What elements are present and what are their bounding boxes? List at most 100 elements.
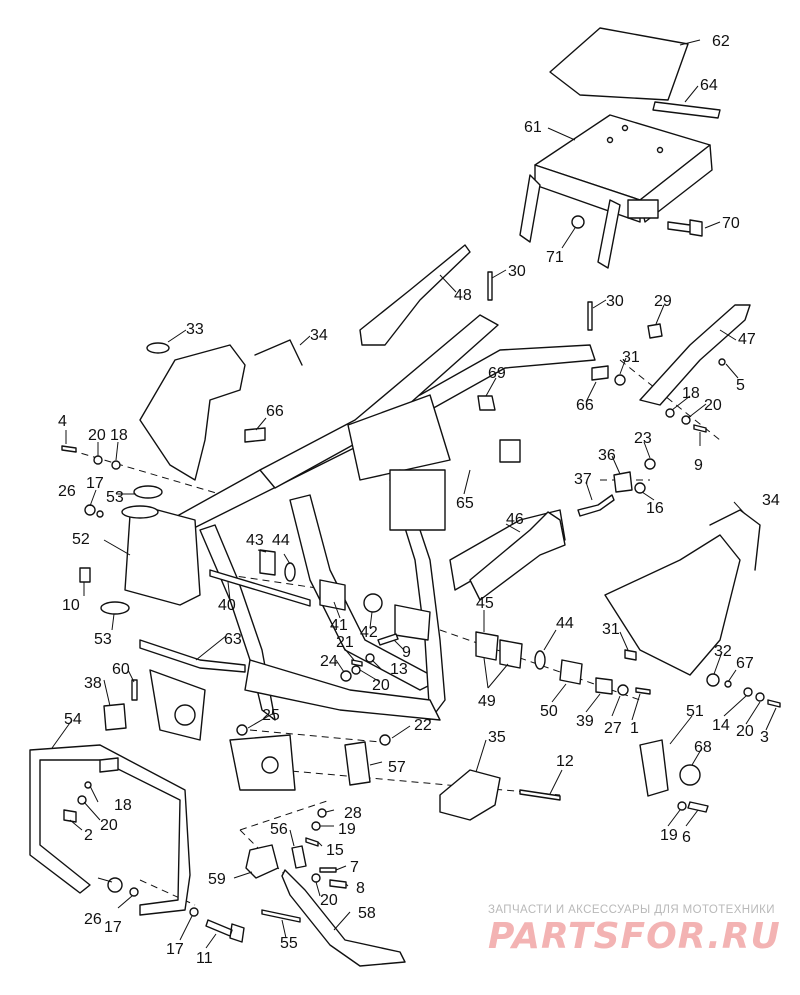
part-16-washer <box>634 482 646 494</box>
part-58-lever <box>281 869 406 967</box>
callout-44-left: 44 <box>272 532 290 549</box>
part-26-nut-g <box>107 877 123 893</box>
callout-22: 22 <box>414 717 432 734</box>
part-20-washer-lever <box>311 873 321 883</box>
callout-30-right: 30 <box>606 293 624 310</box>
part-5-screw <box>718 358 726 366</box>
callout-59: 59 <box>208 871 226 888</box>
part-25-nut <box>236 724 248 736</box>
callout-2: 2 <box>84 827 93 844</box>
part-34-rod-right <box>709 509 761 571</box>
part-44-washer-left <box>284 562 296 582</box>
callout-7: 7 <box>350 859 359 876</box>
part-19-washer-c <box>311 821 321 831</box>
part-36-clamp <box>613 471 633 493</box>
callout-57: 57 <box>388 759 406 776</box>
part-69-clip <box>477 395 496 411</box>
part-14-washer <box>743 687 753 697</box>
part-15-screw <box>305 837 319 847</box>
callout-11: 11 <box>196 950 213 967</box>
callout-33: 33 <box>186 321 204 338</box>
callout-26-guard: 26 <box>84 911 102 928</box>
callout-17-bottom: 17 <box>166 941 184 958</box>
callout-63: 63 <box>224 631 242 648</box>
callout-56: 56 <box>270 821 288 838</box>
part-2-bolt <box>63 809 77 823</box>
part-3-screw <box>767 699 781 708</box>
part-32-grommet <box>706 673 720 687</box>
part-68-cap <box>679 764 701 786</box>
part-8-screw <box>329 879 347 889</box>
part-10-bolt <box>79 567 91 583</box>
part-67-washer <box>724 680 732 688</box>
part-17-washer-g2 <box>189 907 199 917</box>
callout-18-guard: 18 <box>114 797 132 814</box>
callout-43: 43 <box>246 532 264 549</box>
part-66-pad-a <box>244 427 266 443</box>
part-1-pin <box>635 687 651 695</box>
part-24-nut <box>340 670 352 682</box>
callout-47: 47 <box>738 331 756 348</box>
part-33-cover-left <box>139 344 246 481</box>
callout-20-lever: 20 <box>320 892 338 909</box>
callout-labels: 1 2 3 4 5 6 7 8 9 9 10 11 12 13 14 15 16… <box>58 33 780 967</box>
part-56-pin <box>291 845 307 869</box>
callout-58: 58 <box>358 905 376 922</box>
callout-40: 40 <box>218 597 236 614</box>
part-17-washer-l <box>96 510 104 518</box>
part-18-washer-g <box>84 781 92 789</box>
callout-51: 51 <box>686 703 704 720</box>
callout-55: 55 <box>280 935 298 952</box>
part-7-screw <box>319 867 337 873</box>
callout-62: 62 <box>712 33 730 50</box>
part-63-brace <box>139 639 246 673</box>
part-20-washer-rr <box>755 692 765 702</box>
part-26-nut-l <box>84 504 96 516</box>
part-34-rod-left <box>254 339 303 366</box>
part-30-fitting-a <box>487 271 493 301</box>
callout-27: 27 <box>604 720 622 737</box>
part-20-washer-c <box>351 665 361 675</box>
part-45-bushing <box>475 631 499 661</box>
part-18-washer-l <box>111 460 121 470</box>
part-53-bearing-bottom <box>100 601 130 615</box>
callout-38: 38 <box>84 675 102 692</box>
callout-12: 12 <box>556 753 574 770</box>
callout-15: 15 <box>326 842 344 859</box>
part-11-bolt <box>205 919 245 943</box>
callout-61: 61 <box>524 119 542 136</box>
callout-21: 21 <box>336 634 354 651</box>
callout-1: 1 <box>630 720 639 737</box>
callout-48: 48 <box>454 287 472 304</box>
callout-54: 54 <box>64 711 82 728</box>
part-64-strip <box>652 101 721 119</box>
callout-20-guard: 20 <box>100 817 118 834</box>
part-30-fitting-b <box>587 301 593 331</box>
callout-6: 6 <box>682 829 691 846</box>
part-54-guard <box>29 744 191 916</box>
part-9-screw-c <box>377 633 399 646</box>
callout-42: 42 <box>360 624 378 641</box>
part-71-nut <box>571 215 585 229</box>
part-65-bracket <box>499 439 521 463</box>
callout-44-right: 44 <box>556 615 574 632</box>
callout-17-guard: 17 <box>104 919 122 936</box>
part-39-sleeve <box>595 677 613 695</box>
part-33-grommet <box>146 342 170 354</box>
part-50-bushing <box>559 659 583 685</box>
callout-9-right: 9 <box>694 457 703 474</box>
callout-53-top: 53 <box>106 489 124 506</box>
callout-35: 35 <box>488 729 506 746</box>
part-18-washer-r <box>665 408 675 418</box>
part-53-bearing-top <box>133 485 163 499</box>
callout-16: 16 <box>646 500 664 517</box>
part-54-tab <box>99 757 119 773</box>
part-59-bracket <box>245 844 279 879</box>
part-52-steering-head <box>124 507 201 606</box>
callout-13: 13 <box>390 661 408 678</box>
part-28-nut <box>317 808 327 818</box>
part-43-bushing <box>259 549 276 576</box>
callout-20-left: 20 <box>88 427 106 444</box>
callout-5: 5 <box>736 377 745 394</box>
